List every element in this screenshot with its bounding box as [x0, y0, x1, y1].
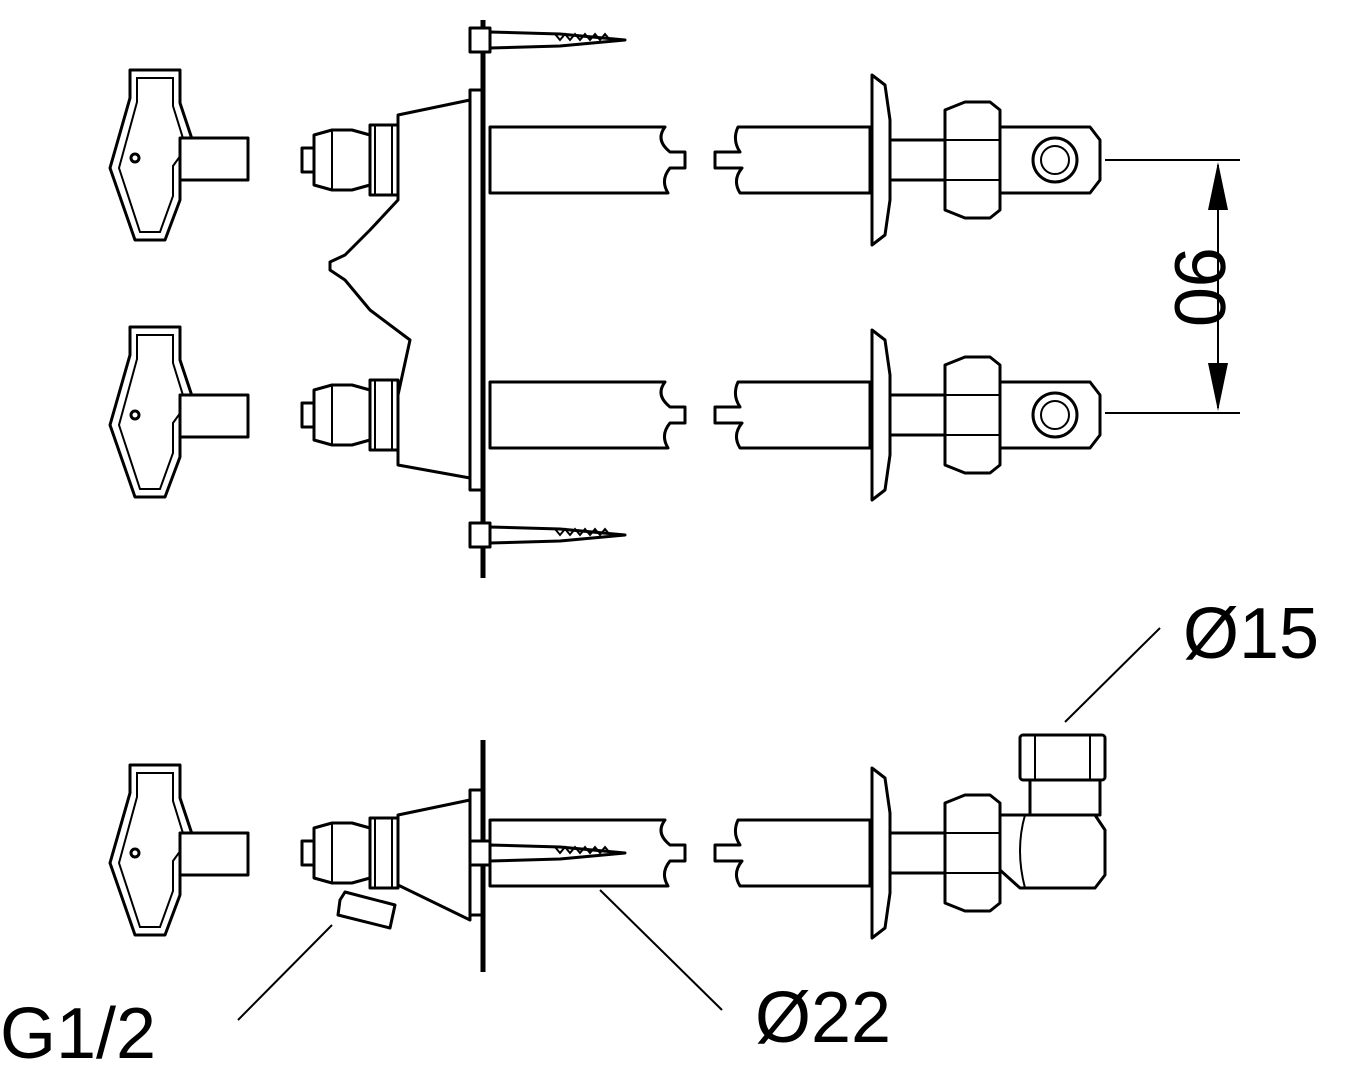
screw-bottom	[468, 521, 627, 549]
outlet-upper	[998, 125, 1102, 195]
key-handle-lower	[108, 325, 250, 499]
valve-spindle-upper	[300, 123, 400, 197]
mounting-body-side	[396, 798, 472, 922]
leader-pipe	[599, 889, 723, 1011]
side-view-assembly	[108, 733, 1107, 972]
arrow-down-icon	[1208, 363, 1228, 411]
label-outlet-diameter: Ø15	[1183, 594, 1319, 674]
key-handle-upper	[108, 68, 250, 242]
pipe-lower	[488, 328, 1002, 502]
screw-top	[468, 26, 627, 54]
dimension-90: 90	[1105, 159, 1240, 414]
valve-spindle-side	[300, 816, 400, 890]
arrow-up-icon	[1208, 162, 1228, 210]
leader-thread	[237, 924, 333, 1021]
label-pipe-diameter: Ø22	[755, 978, 891, 1058]
leader-outlet	[1064, 627, 1161, 723]
valve-spindle-lower	[300, 378, 400, 452]
top-view-assembly	[108, 20, 1102, 578]
dimension-label-spacing: 90	[1159, 247, 1239, 327]
outlet-lower	[998, 380, 1102, 450]
pipe-upper	[488, 73, 1002, 247]
key-handle-side	[108, 763, 250, 937]
drain-outlet	[336, 890, 397, 930]
label-thread: G1/2	[0, 994, 156, 1074]
elbow-outlet	[998, 733, 1107, 890]
mounting-body	[328, 98, 472, 480]
